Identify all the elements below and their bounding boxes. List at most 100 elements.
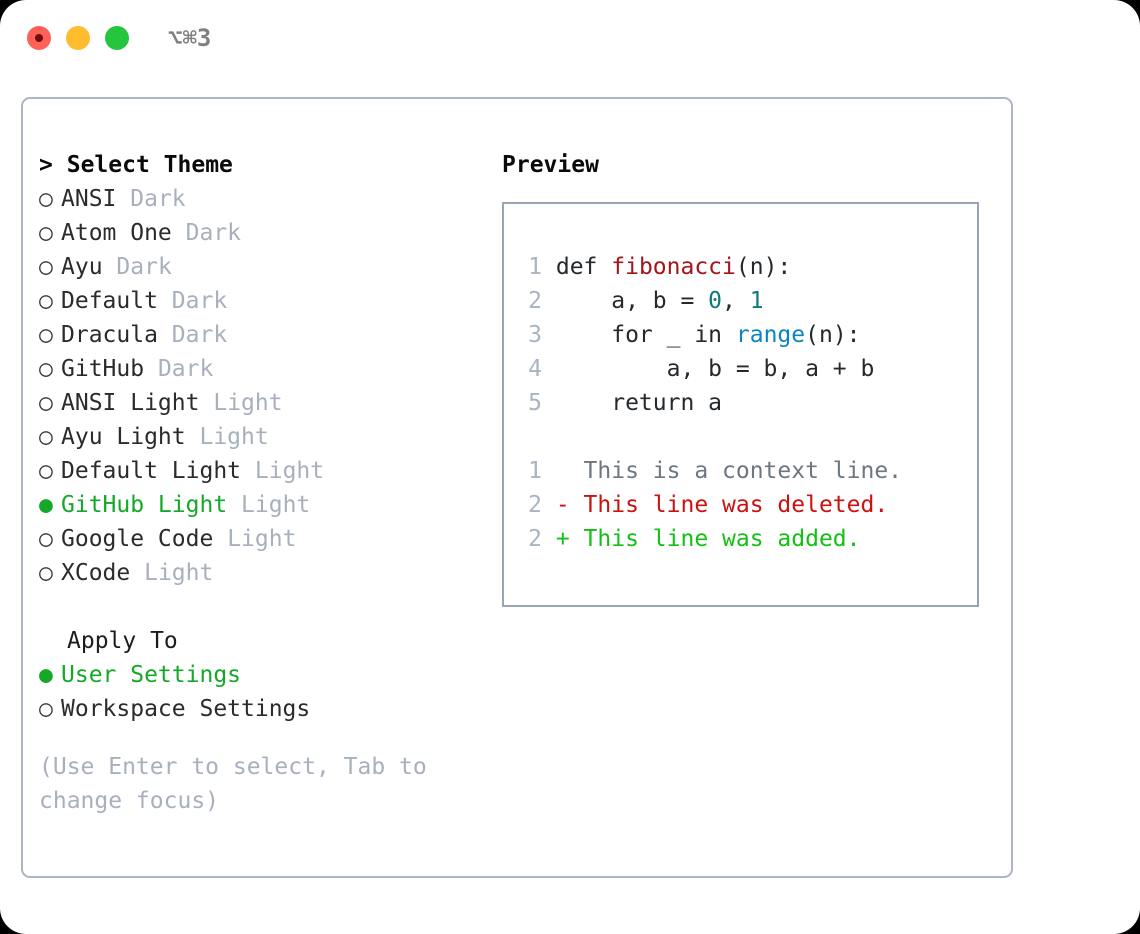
theme-list-item[interactable]: ○GitHub Dark (39, 352, 499, 386)
apply-to-option[interactable]: ○ Workspace Settings (39, 692, 499, 726)
code-token: 0 (708, 288, 723, 314)
radio-selected-icon: ● (39, 662, 53, 688)
apply-to-heading: Apply To (67, 628, 178, 654)
preview-title: Preview (502, 152, 599, 178)
theme-list-heading-label: Select Theme (66, 152, 233, 178)
theme-name: XCode (61, 560, 131, 586)
theme-kind-label: Light (213, 390, 283, 416)
theme-name: Atom One (61, 220, 172, 246)
code-diff-gap (516, 420, 971, 454)
theme-name: ANSI Light (61, 390, 200, 416)
theme-list-item[interactable]: ○Default Dark (39, 284, 499, 318)
theme-list-item[interactable]: ○XCode Light (39, 556, 499, 590)
theme-name-spacer (227, 492, 241, 518)
theme-name: GitHub Light (61, 492, 228, 518)
theme-list-item[interactable]: ○ ANSI Dark (39, 182, 499, 216)
diff-line: 1 This is a context line. (516, 454, 971, 488)
code-token: , (722, 288, 750, 314)
theme-name-spacer (116, 186, 130, 212)
theme-kind-label: Light (199, 424, 269, 450)
apply-to-options: ● User Settings ○ Workspace Settings (39, 658, 499, 726)
window-title: ⌥⌘3 (168, 24, 212, 52)
theme-kind-label: Light (254, 458, 325, 484)
theme-name-spacer (103, 254, 117, 280)
code-line: 5 return a (516, 386, 971, 420)
theme-name: Ayu (61, 254, 103, 280)
line-number: 2 (528, 492, 542, 518)
line-number: 2 (528, 288, 542, 314)
theme-kind-label: Dark (130, 186, 186, 212)
diff-text: This line was added. (583, 526, 861, 552)
radio-unselected-icon: ○ (39, 458, 53, 484)
theme-list-item[interactable]: ○Ayu Dark (39, 250, 499, 284)
theme-name: Default (61, 288, 158, 314)
theme-list-item[interactable]: ○ Default Light Light (39, 454, 499, 488)
theme-name-spacer (130, 560, 144, 586)
minimize-button[interactable] (66, 26, 90, 50)
theme-name: ANSI (61, 186, 117, 212)
theme-kind-label: Light (144, 560, 214, 586)
code-token: (n): (735, 254, 792, 280)
diff-marker (542, 458, 584, 484)
theme-list-item[interactable]: ○Ayu Light Light (39, 420, 499, 454)
apply-to-option-label: Workspace Settings (61, 696, 311, 722)
diff-text: This is a context line. (583, 458, 903, 484)
theme-list-item[interactable]: ○Google Code Light (39, 522, 499, 556)
theme-kind-label: Light (227, 526, 297, 552)
theme-name-spacer (144, 356, 158, 382)
radio-unselected-icon: ○ (39, 186, 53, 212)
line-number: 1 (528, 458, 542, 484)
line-number: 5 (528, 390, 542, 416)
diff-sample: 1 This is a context line.2 - This line w… (516, 454, 971, 556)
list-spacer (39, 590, 499, 624)
traffic-light-buttons (27, 26, 129, 50)
theme-list-heading: > Select Theme (39, 148, 499, 182)
theme-name-spacer (158, 322, 172, 348)
diff-marker: - (542, 492, 584, 518)
theme-name: Dracula (61, 322, 158, 348)
radio-unselected-icon: ○ (39, 254, 53, 280)
code-line: 2 a, b = 0, 1 (516, 284, 971, 318)
theme-list-item[interactable]: ●GitHub Light Light (39, 488, 499, 522)
code-token: a, b = (542, 288, 709, 314)
code-token: for _ in (542, 322, 736, 348)
theme-list-item[interactable]: ○ ANSI Light Light (39, 386, 499, 420)
code-token: 1 (749, 288, 764, 314)
main-panel: > Select Theme ○ANSI Dark○Atom One Dark○… (21, 97, 1013, 878)
maximize-button[interactable] (105, 26, 129, 50)
theme-list-item[interactable]: ○Dracula Dark (39, 318, 499, 352)
theme-kind-label: Dark (157, 356, 214, 382)
theme-name-spacer (186, 424, 200, 450)
code-token: a, b = b, a + b (542, 356, 875, 382)
theme-name-spacer (213, 526, 227, 552)
diff-marker: + (542, 526, 584, 552)
heading-spacer (53, 152, 67, 178)
diff-line: 2 - This line was deleted. (516, 488, 971, 522)
preview-column: Preview 1 def fibonacci(n): 2 a, b = 0, 1… (502, 148, 1002, 607)
code-token: fibonacci (611, 254, 736, 280)
radio-unselected-icon: ○ (39, 696, 53, 722)
theme-list-item[interactable]: ○Atom One Dark (39, 216, 499, 250)
theme-kind-label: Dark (171, 288, 228, 314)
code-token: return a (542, 390, 723, 416)
theme-name: Default Light (61, 458, 242, 484)
theme-selector-column: > Select Theme ○ANSI Dark○Atom One Dark○… (39, 148, 499, 818)
theme-name-spacer (172, 220, 186, 246)
code-line: 3 for _ in range(n): (516, 318, 971, 352)
apply-to-option-label: User Settings (61, 662, 242, 688)
line-number: 4 (528, 356, 542, 382)
theme-name: GitHub (61, 356, 145, 382)
radio-unselected-icon: ○ (39, 390, 53, 416)
theme-kind-label: Dark (185, 220, 242, 246)
theme-kind-label: Light (241, 492, 311, 518)
keyboard-hint: (Use Enter to select, Tab to change focu… (39, 754, 441, 814)
theme-name: Google Code (61, 526, 214, 552)
code-token: def (542, 254, 612, 280)
apply-to-option[interactable]: ● User Settings (39, 658, 499, 692)
line-number: 2 (528, 526, 542, 552)
close-button[interactable] (27, 26, 51, 50)
code-line: 4 a, b = b, a + b (516, 352, 971, 386)
